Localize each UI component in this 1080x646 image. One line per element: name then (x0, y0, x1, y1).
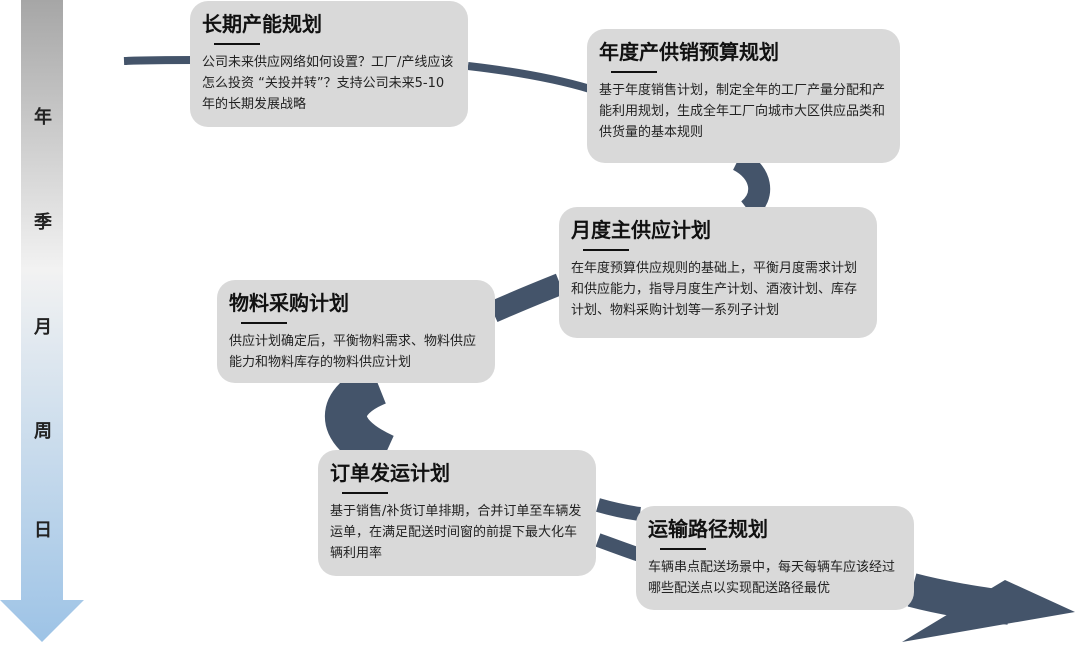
card-order-shipment: 订单发运计划 基于销售/补货订单排期，合并订单至车辆发运单，在满足配送时间窗的前… (318, 450, 596, 576)
road-segment-curve-right (732, 150, 771, 219)
card-title: 月度主供应计划 (571, 218, 711, 242)
title-underline (660, 548, 706, 550)
card-description: 公司未来供应网络如何设置？工厂/产线应该怎么投资 “关投并转”？支持公司未来5-… (202, 55, 454, 112)
road-arrowhead (902, 580, 1075, 642)
card-description: 供应计划确定后，平衡物料需求、物料供应能力和物料库存的物料供应计划 (229, 334, 477, 370)
card-annual-budget: 年度产供销预算规划 基于年度销售计划，制定全年的工厂产量分配和产能利用规划，生成… (587, 29, 900, 163)
card-description: 基于销售/补货订单排期，合并订单至车辆发运单，在满足配送时间窗的前提下最大化车辆… (330, 504, 582, 561)
card-title: 订单发运计划 (330, 461, 450, 485)
timeline-arrow (0, 0, 84, 642)
scale-label-month: 月 (34, 317, 52, 338)
card-monthly-master-supply: 月度主供应计划 在年度预算供应规则的基础上，平衡月度需求计划和供应能力，指导月度… (559, 207, 877, 338)
card-title: 年度产供销预算规划 (599, 40, 779, 64)
scale-label-week: 周 (34, 421, 52, 442)
scale-label-quarter: 季 (34, 212, 52, 233)
title-underline (241, 322, 287, 324)
card-long-term-capacity: 长期产能规划 公司未来供应网络如何设置？工厂/产线应该怎么投资 “关投并转”？支… (190, 1, 468, 127)
title-underline (611, 71, 657, 73)
card-description: 在年度预算供应规则的基础上，平衡月度需求计划和供应能力，指导月度生产计划、酒液计… (571, 261, 858, 318)
title-underline (214, 43, 260, 45)
card-description: 基于年度销售计划，制定全年的工厂产量分配和产能利用规划，生成全年工厂向城市大区供… (599, 83, 886, 140)
card-title: 运输路径规划 (648, 517, 768, 541)
card-route-planning: 运输路径规划 车辆串点配送场景中，每天每辆车应该经过哪些配送点以实现配送路径最优 (636, 506, 914, 610)
road-segment-top (467, 62, 592, 93)
road-segment-start (123, 56, 196, 65)
road-segment-bottom (596, 498, 641, 521)
scale-label-day: 日 (34, 520, 52, 541)
title-underline (583, 249, 629, 251)
road-segment-bottom2 (595, 533, 643, 562)
road-segment-mid (488, 273, 565, 323)
card-title: 物料采购计划 (229, 291, 349, 315)
road-segment-curve-left (325, 364, 395, 475)
card-description: 车辆串点配送场景中，每天每辆车应该经过哪些配送点以实现配送路径最优 (648, 560, 896, 596)
title-underline (342, 492, 388, 494)
card-material-procurement: 物料采购计划 供应计划确定后，平衡物料需求、物料供应能力和物料库存的物料供应计划 (217, 280, 495, 383)
scale-label-year: 年 (34, 107, 52, 128)
card-title: 长期产能规划 (202, 12, 322, 36)
